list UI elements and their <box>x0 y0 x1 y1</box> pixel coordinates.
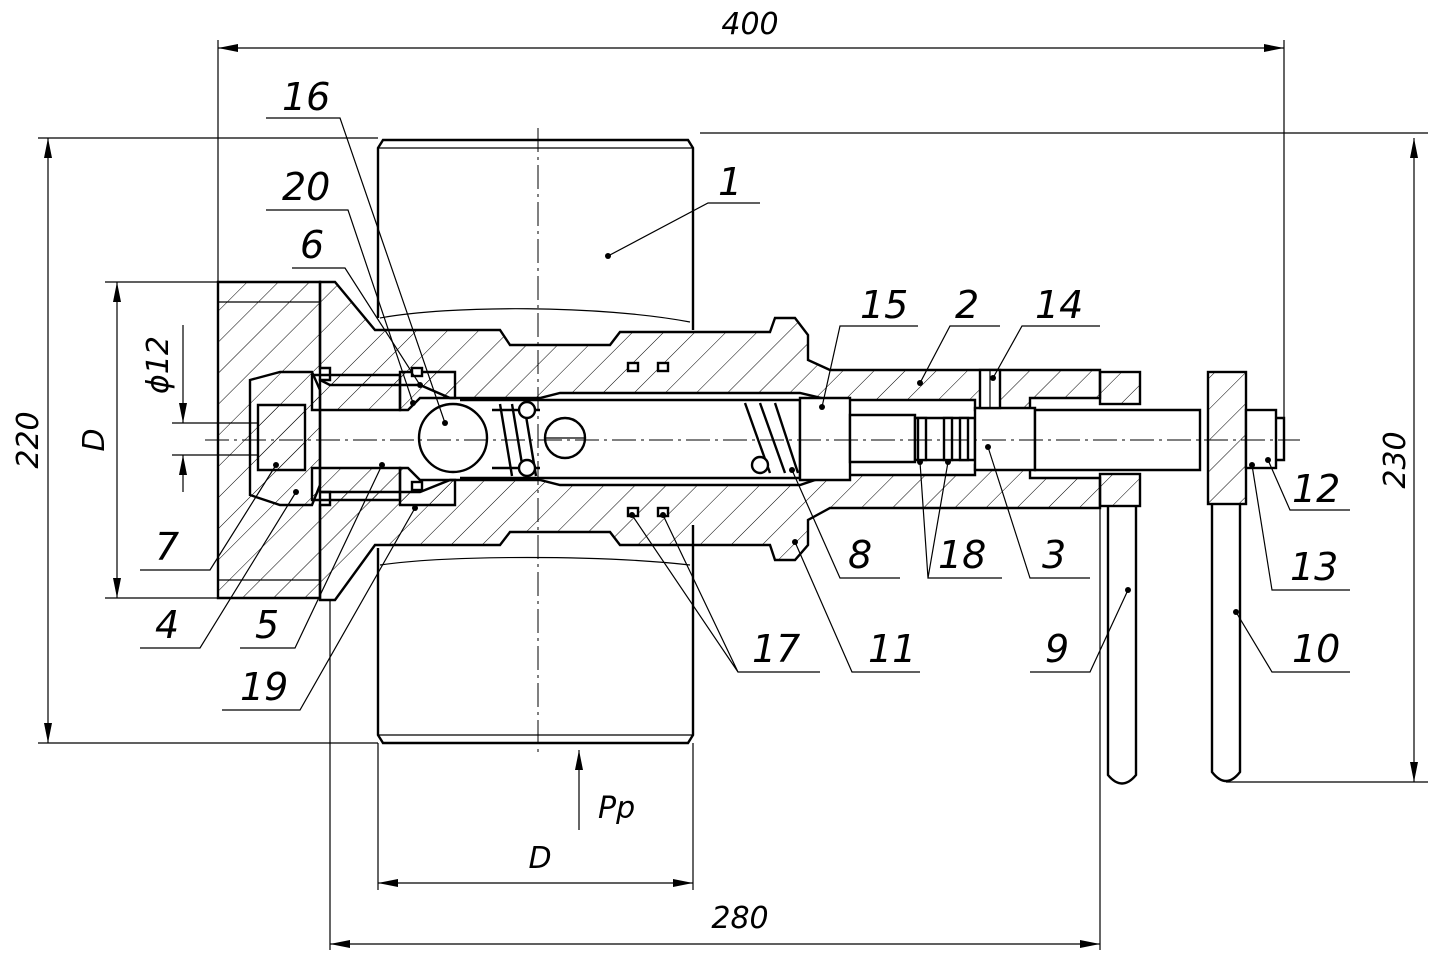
label-part-3: 3 <box>1042 533 1066 577</box>
dimension-400: 400 <box>217 7 1285 418</box>
dim-phi12-label: ϕ12 <box>141 336 176 394</box>
leader-14: 14 <box>990 283 1100 381</box>
label-part-2: 2 <box>955 283 979 327</box>
set-screw-part-14 <box>978 368 1002 410</box>
label-part-19: 19 <box>240 665 288 709</box>
label-part-8: 8 <box>848 533 872 577</box>
leader-20: 20 <box>266 165 416 406</box>
piston-rod <box>460 396 1202 482</box>
pressure-label: Pp <box>598 791 635 826</box>
dim-d-pipe-label: D <box>528 841 551 876</box>
dimension-280: 280 <box>329 508 1101 950</box>
dimension-phi12: ϕ12 <box>141 325 258 492</box>
label-part-13: 13 <box>1290 545 1338 589</box>
label-part-5: 5 <box>255 603 279 647</box>
label-part-20: 20 <box>282 165 330 209</box>
dim-230-label: 230 <box>1378 431 1413 488</box>
dimension-220: 220 <box>11 137 378 744</box>
label-part-18: 18 <box>938 533 986 577</box>
label-part-9: 9 <box>1045 627 1069 671</box>
leader-3: 3 <box>985 444 1090 579</box>
leader-15: 15 <box>819 283 918 410</box>
dim-280-label: 280 <box>711 901 768 936</box>
o-rings <box>410 361 670 518</box>
handle-part-10 <box>1206 370 1286 783</box>
leader-8: 8 <box>789 467 900 579</box>
handle-part-9 <box>1098 370 1142 785</box>
label-part-11: 11 <box>868 627 916 671</box>
leader-5: 5 <box>240 462 385 649</box>
label-part-7: 7 <box>155 525 179 569</box>
label-part-10: 10 <box>1292 627 1340 671</box>
leader-11: 11 <box>792 539 920 673</box>
leader-12: 12 <box>1265 457 1350 511</box>
dimension-d-pipe: D <box>377 743 694 890</box>
leader-2: 2 <box>917 283 1000 386</box>
spring-left <box>492 400 587 478</box>
dim-d-flange-label: D <box>77 428 112 451</box>
dimension-230: 230 <box>700 132 1428 783</box>
leader-17: 17 <box>629 512 820 673</box>
label-part-15: 15 <box>860 283 908 327</box>
body-lower <box>318 463 1102 602</box>
leader-19: 19 <box>222 505 418 711</box>
label-part-14: 14 <box>1035 283 1083 327</box>
leader-10: 10 <box>1233 609 1350 673</box>
dim-220-label: 220 <box>11 411 46 468</box>
dim-400-label: 400 <box>721 7 778 42</box>
ball-valve <box>417 402 489 474</box>
leader-13: 13 <box>1249 462 1350 591</box>
fitting-part-7 <box>248 370 402 507</box>
label-part-6: 6 <box>300 223 324 267</box>
label-part-16: 16 <box>282 75 330 119</box>
leader-1: 1 <box>605 160 760 259</box>
leader-4: 4 <box>140 489 299 649</box>
label-part-4: 4 <box>155 603 179 647</box>
label-part-12: 12 <box>1292 467 1340 511</box>
seat-part-5 <box>398 370 457 507</box>
leader-7: 7 <box>140 462 279 571</box>
pipe-part-1 <box>376 128 695 755</box>
leader-18: 18 <box>917 459 1002 579</box>
leader-6: 6 <box>292 223 423 388</box>
label-part-17: 17 <box>752 627 800 671</box>
leader-9: 9 <box>1030 587 1131 673</box>
label-part-1: 1 <box>718 160 742 204</box>
dimension-d-flange: D <box>77 281 218 599</box>
pressure-arrow: Pp <box>575 750 635 830</box>
leader-16: 16 <box>266 75 448 426</box>
